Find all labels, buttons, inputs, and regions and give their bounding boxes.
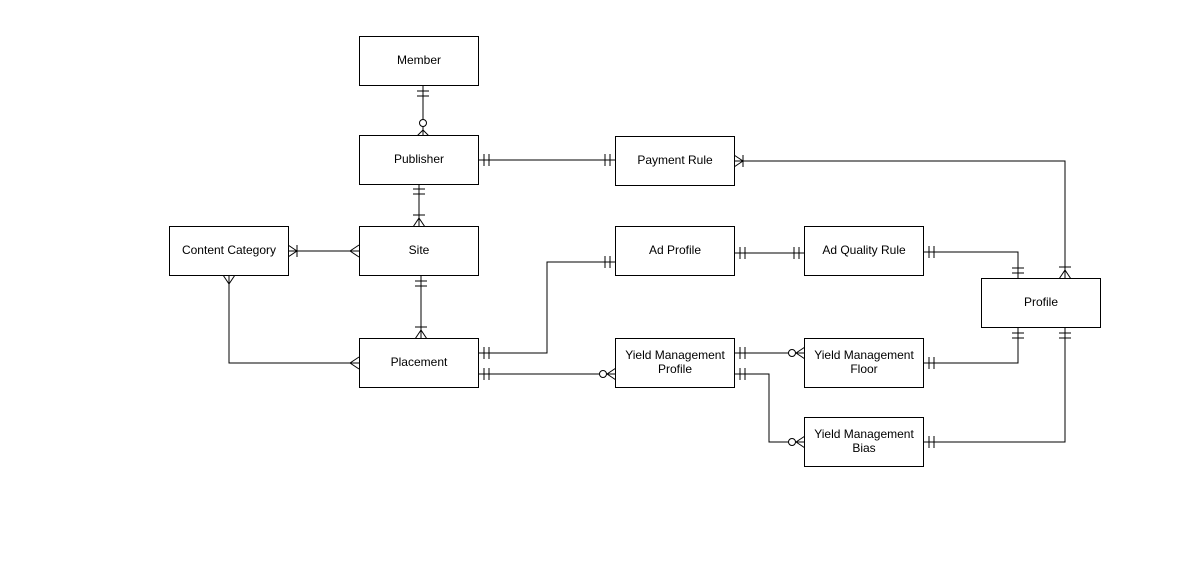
ym-floor-label-line1: Yield Management (814, 348, 914, 362)
ym-profile-label-line2: Profile (658, 362, 692, 376)
rel-content-category-placement (222, 274, 360, 370)
entity-publisher[interactable] (359, 135, 479, 185)
rel-placement-ym-profile (478, 367, 617, 381)
ym-bias-label-line2: Bias (852, 441, 875, 455)
entity-ym-floor[interactable] (804, 338, 924, 388)
ym-bias-label-line1: Yield Management (814, 427, 914, 441)
rel-publisher-site (412, 184, 426, 228)
rel-ad-quality-rule-profile (923, 246, 1024, 279)
payment-rule-label: Payment Rule (637, 153, 713, 167)
entity-site[interactable] (359, 226, 479, 276)
rel-profile-ym-floor (923, 327, 1024, 369)
ym-floor-label-line2: Floor (850, 362, 877, 376)
member-label: Member (397, 53, 441, 67)
content-category-label: Content Category (182, 243, 276, 257)
entity-ad-quality-rule[interactable] (804, 226, 924, 276)
rel-publisher-payment-rule (478, 154, 616, 166)
rel-profile-ym-bias (923, 327, 1071, 448)
rel-member-publisher (416, 86, 430, 137)
rel-payment-rule-profile (733, 154, 1072, 280)
rel-ym-profile-ym-floor (734, 346, 806, 360)
entity-ad-profile[interactable] (615, 226, 735, 276)
publisher-label: Publisher (394, 152, 444, 166)
entity-content-category[interactable] (169, 226, 289, 276)
ym-profile-label-line1: Yield Management (625, 348, 725, 362)
rel-content-category-site (287, 244, 360, 258)
profile-label: Profile (1024, 295, 1058, 309)
entity-ym-bias[interactable] (804, 417, 924, 467)
rel-placement-ad-profile (478, 256, 616, 359)
ad-quality-rule-label: Ad Quality Rule (822, 243, 906, 257)
entity-placement[interactable] (359, 338, 479, 388)
ad-profile-label: Ad Profile (649, 243, 701, 257)
placement-label: Placement (391, 355, 448, 369)
rel-ad-profile-ad-quality-rule (734, 247, 805, 259)
entity-payment-rule[interactable] (615, 136, 735, 186)
entity-member[interactable] (359, 36, 479, 86)
entity-profile[interactable] (981, 278, 1101, 328)
rel-ym-profile-ym-bias (734, 368, 806, 449)
entity-ym-profile[interactable] (615, 338, 735, 388)
rel-site-placement (414, 275, 428, 340)
site-label: Site (409, 243, 430, 257)
